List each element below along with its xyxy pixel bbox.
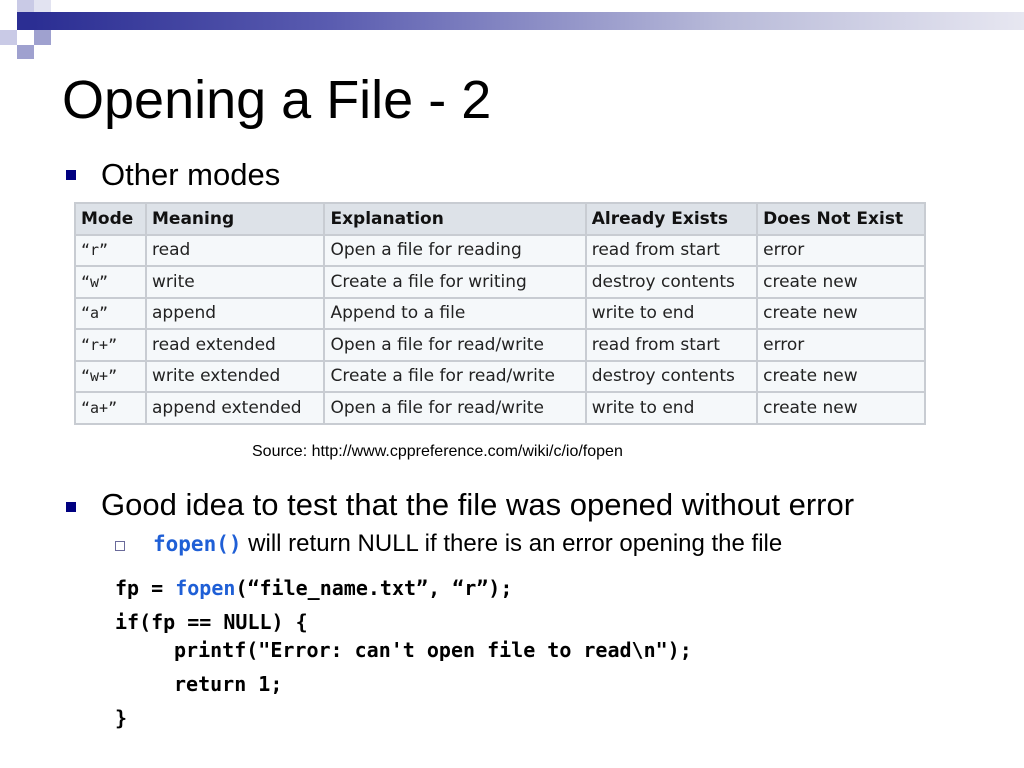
source-caption: Source: http://www.cppreference.com/wiki… [252,443,623,460]
table-row: “a+” append extended Open a file for rea… [74,391,926,425]
table-header-cell: Does Not Exist [756,202,926,236]
table-cell: create new [756,391,926,425]
sub-bullet-text: will return NULL if there is an error op… [241,530,783,557]
table-cell: destroy contents [584,359,759,393]
corner-square-white [0,0,17,12]
slide-title: Opening a File - 2 [62,70,492,130]
code-line-3: printf("Error: can't open file to read\n… [174,638,692,662]
table-cell-mode: “r” [74,233,147,267]
fopen-function-name: fopen() [153,532,242,556]
table-cell: read [144,233,326,267]
table-cell: read extended [144,328,326,362]
table-cell-mode: “r+” [74,328,147,362]
table-cell: Open a file for read/write [323,328,587,362]
code-fp-assign: fp = [115,576,176,600]
sub-bullet-fopen-note: fopen() will return NULL if there is an … [153,529,782,559]
table-cell: write extended [144,359,326,393]
corner-square-light-2 [0,30,17,45]
table-cell-mode: “a+” [74,391,147,425]
table-cell-mode: “w” [74,265,147,299]
table-header-cell: Meaning [144,202,326,236]
table-cell: write [144,265,326,299]
table-cell: Create a file for writing [323,265,587,299]
modes-table: Mode Meaning Explanation Already Exists … [74,202,926,425]
table-cell: read from start [584,328,759,362]
code-line-2: if(fp == NULL) { [115,610,308,634]
table-cell: append [144,296,326,330]
code-line-4: return 1; [174,672,283,696]
code-line-5: } [115,706,128,730]
table-header-cell: Explanation [323,202,587,236]
table-header-cell: Mode [74,202,147,236]
table-cell: create new [756,296,926,330]
table-header-row: Mode Meaning Explanation Already Exists … [74,202,926,236]
table-row: “w+” write extended Create a file for re… [74,359,926,393]
table-cell: Append to a file [323,296,587,330]
table-cell: error [756,233,926,267]
code-fopen-keyword: fopen [175,576,236,600]
table-cell: create new [756,265,926,299]
corner-square-mid [34,30,51,45]
table-cell: Create a file for read/write [323,359,587,393]
bullet-square-icon [66,170,76,180]
table-row: “r” read Open a file for reading read fr… [74,233,926,267]
sub-bullet-hollow-square-icon [115,541,125,551]
table-cell: create new [756,359,926,393]
table-cell-mode: “w+” [74,359,147,393]
bullet-other-modes: Other modes [101,157,281,192]
table-cell: error [756,328,926,362]
table-cell: write to end [584,296,759,330]
corner-square-pale [34,0,51,12]
table-cell: Open a file for reading [323,233,587,267]
code-fopen-args: (“file_name.txt”, “r”); [235,576,513,600]
table-cell: write to end [584,391,759,425]
top-gradient-bar [34,12,1024,30]
bullet-test-file-opened: Good idea to test that the file was open… [101,487,855,522]
table-row: “w” write Create a file for writing dest… [74,265,926,299]
table-row: “r+” read extended Open a file for read/… [74,328,926,362]
corner-square-mid-2 [17,45,34,59]
corner-square-dark [17,12,34,30]
table-cell: append extended [144,391,326,425]
table-row: “a” append Append to a file write to end… [74,296,926,330]
table-cell: Open a file for read/write [323,391,587,425]
bullet-square-icon [66,502,76,512]
table-cell-mode: “a” [74,296,147,330]
code-line-1: fp = fopen(“file_name.txt”, “r”); [115,575,512,601]
table-header-cell: Already Exists [584,202,759,236]
corner-square-light [17,0,34,12]
table-cell: destroy contents [584,265,759,299]
table-cell: read from start [584,233,759,267]
